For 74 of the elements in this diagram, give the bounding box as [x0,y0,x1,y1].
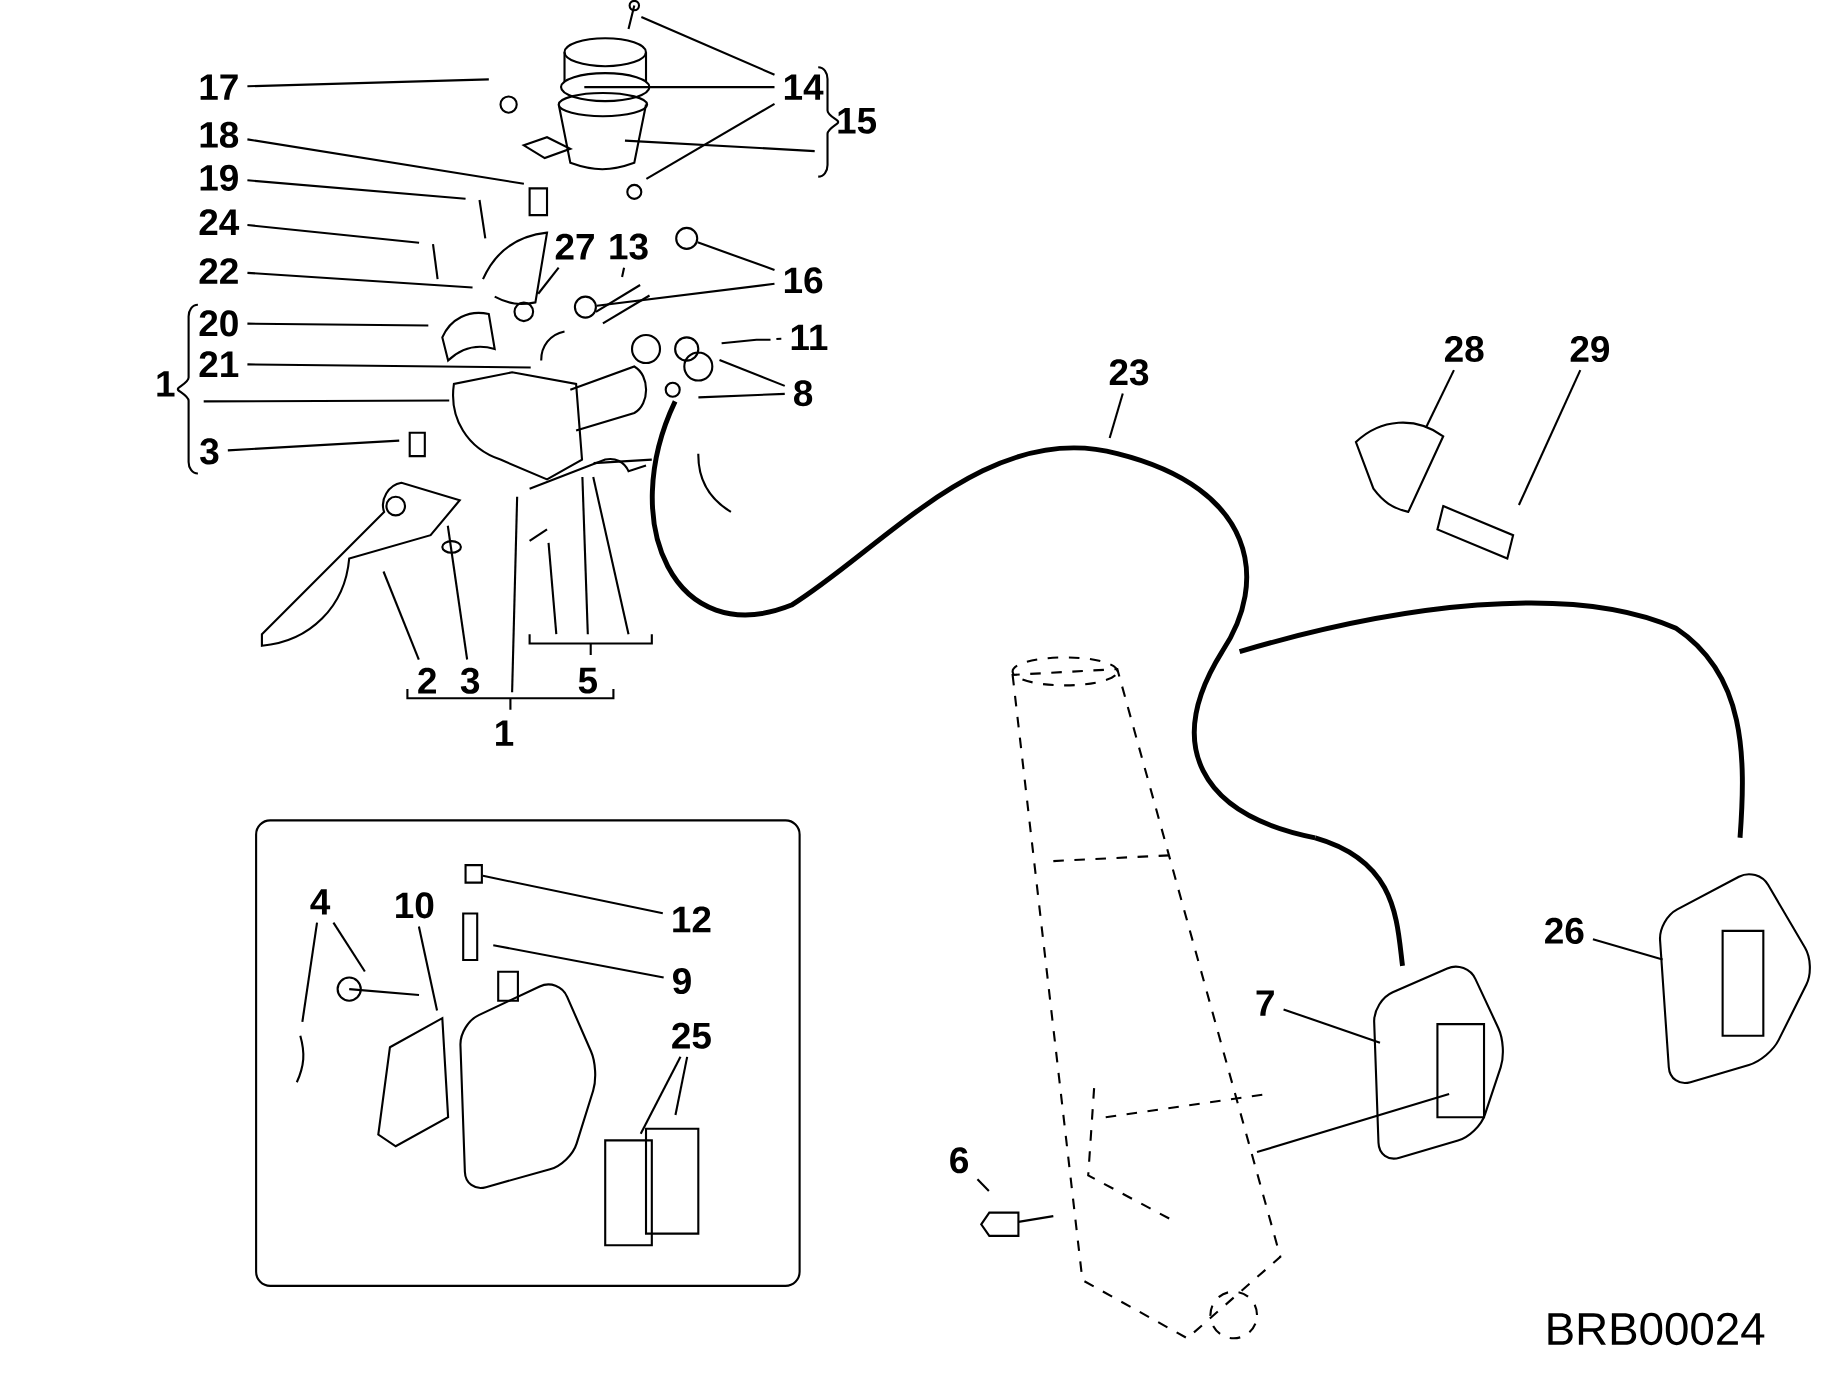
leader-line [446,525,469,660]
leader-line [547,542,558,635]
leader-line [1108,393,1124,439]
leader-line [621,267,626,278]
leader-line [227,439,400,452]
leader-line [1517,369,1582,506]
leader-line [417,926,439,1011]
leader-line [247,224,420,244]
leader-line [1425,369,1455,428]
leader-line [596,282,775,307]
leader-line [247,271,473,289]
callout-number: 27 [555,233,594,260]
leader-line [301,922,319,1022]
callout-number: 2 [418,667,436,694]
leader-line [640,16,775,76]
callout-number: 5 [578,667,597,694]
leader-line [645,102,776,180]
leader-line [624,139,815,153]
leader-line [247,179,466,200]
leader-line [1592,938,1663,961]
callout-number: 12 [673,906,711,933]
leader-line [698,392,785,399]
callout-number: 21 [199,351,239,377]
leader-line [247,363,531,369]
callout-number: 15 [838,108,877,134]
hose-clamp [573,295,597,319]
callout-number: 3 [460,667,480,694]
hose-clamp [675,226,699,250]
leader-line [592,476,630,635]
callout-number: 16 [784,267,823,294]
callout-number: 14 [784,74,824,100]
leader-line [247,78,489,88]
callout-number: 8 [794,380,813,407]
leader-line [332,922,366,973]
callout-number: 24 [199,209,240,235]
leader-line [639,1056,682,1135]
callout-number: 17 [200,74,238,100]
callout-number: 23 [1109,359,1149,386]
callout-number: 26 [1545,917,1584,944]
callout-number: 1 [496,720,514,746]
leader-line [203,399,450,403]
callout-number: 28 [1444,335,1484,363]
callout-number: 10 [396,892,434,919]
callout-number: 6 [950,1147,969,1174]
leader-line [511,496,519,693]
leader-line [976,1178,990,1192]
callout-number: 9 [673,967,691,995]
leader-line [719,358,786,387]
leader-line [482,874,663,915]
callout-number: 1 [157,371,175,397]
leader-line [1283,1008,1381,1044]
callout-number: 20 [199,310,238,337]
leader-line [493,944,664,979]
bleed-cap [464,864,483,884]
callout-number: 3 [200,438,219,465]
callout-number: 25 [672,1022,711,1049]
leader-line [776,337,782,341]
drawing-number: BRB00024 [1548,1312,1765,1346]
callout-number: 7 [1256,990,1274,1016]
callout-number: 19 [200,164,238,191]
leader-line [697,241,775,271]
leader-line [247,322,429,327]
leader-line [382,571,420,661]
callout-number: 18 [200,121,239,148]
callout-number: 29 [1570,335,1610,363]
callout-number: 4 [310,889,331,915]
leader-line [581,477,589,635]
leader-line [674,1056,689,1116]
leader-line [247,138,525,185]
callout-number: 22 [199,258,238,284]
leader-line [584,86,775,89]
callout-number: 13 [610,233,648,260]
leader-line [537,266,560,295]
callout-number: 11 [791,324,828,351]
